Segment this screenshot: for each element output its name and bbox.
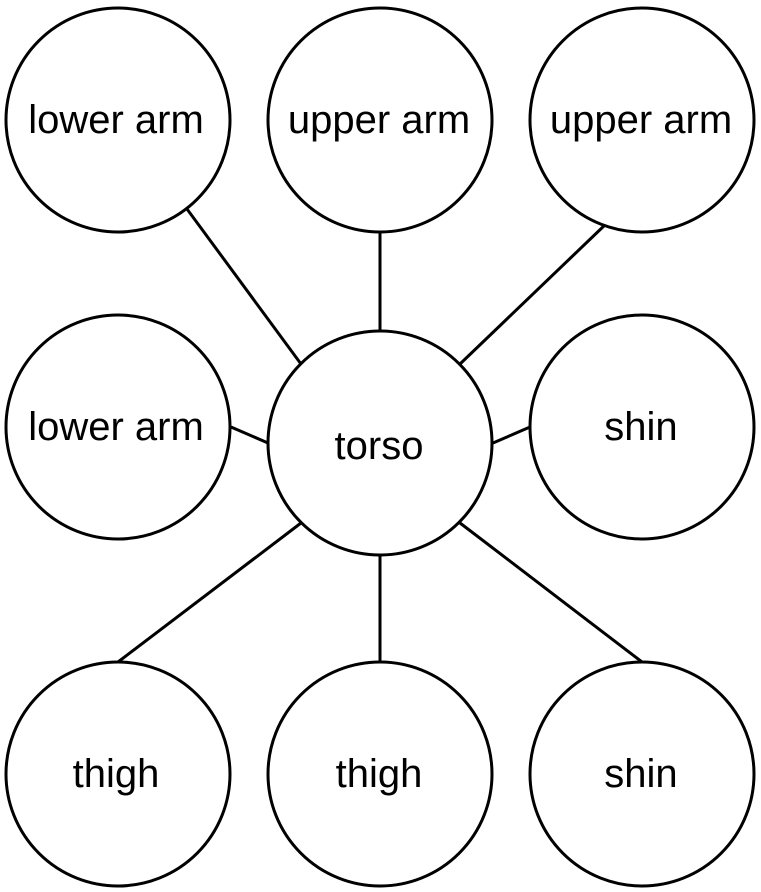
node-circle	[266, 329, 494, 557]
node-label: shin	[604, 752, 677, 796]
node-shin-right: shin	[528, 313, 756, 541]
edge-torso-upper-arm-right	[458, 221, 609, 366]
node-shin-bottom-right: shin	[528, 660, 756, 888]
node-label: lower arm	[28, 98, 204, 142]
node-circle	[528, 6, 756, 234]
edge-torso-shin-bottom-right	[459, 521, 643, 664]
node-label: lower arm	[28, 405, 204, 449]
node-thigh-center: thigh	[266, 660, 494, 888]
node-lower-arm-top: lower arm	[4, 6, 232, 234]
node-circle	[528, 313, 756, 541]
node-label: torso	[335, 424, 424, 468]
node-label: thigh	[336, 752, 423, 796]
node-label: upper arm	[288, 98, 470, 142]
node-label: upper arm	[550, 98, 732, 142]
node-upper-arm-center: upper arm	[266, 6, 494, 234]
node-circle	[266, 660, 494, 888]
node-circle	[4, 6, 232, 234]
edge-torso-lower-arm-top	[185, 208, 303, 365]
node-lower-arm-left: lower arm	[4, 313, 232, 541]
node-circle	[266, 6, 494, 234]
node-circle	[4, 660, 232, 888]
node-label: shin	[604, 405, 677, 449]
node-circle	[528, 660, 756, 888]
node-torso: torso	[266, 329, 494, 557]
edges	[117, 208, 643, 664]
node-upper-arm-right: upper arm	[528, 6, 756, 234]
edge-torso-thigh-left	[117, 521, 302, 664]
node-circle	[4, 313, 232, 541]
edge-torso-shin-right	[492, 425, 531, 445]
node-thigh-left: thigh	[4, 660, 232, 888]
node-label: thigh	[73, 752, 160, 796]
edge-torso-lower-arm-left	[230, 425, 269, 445]
